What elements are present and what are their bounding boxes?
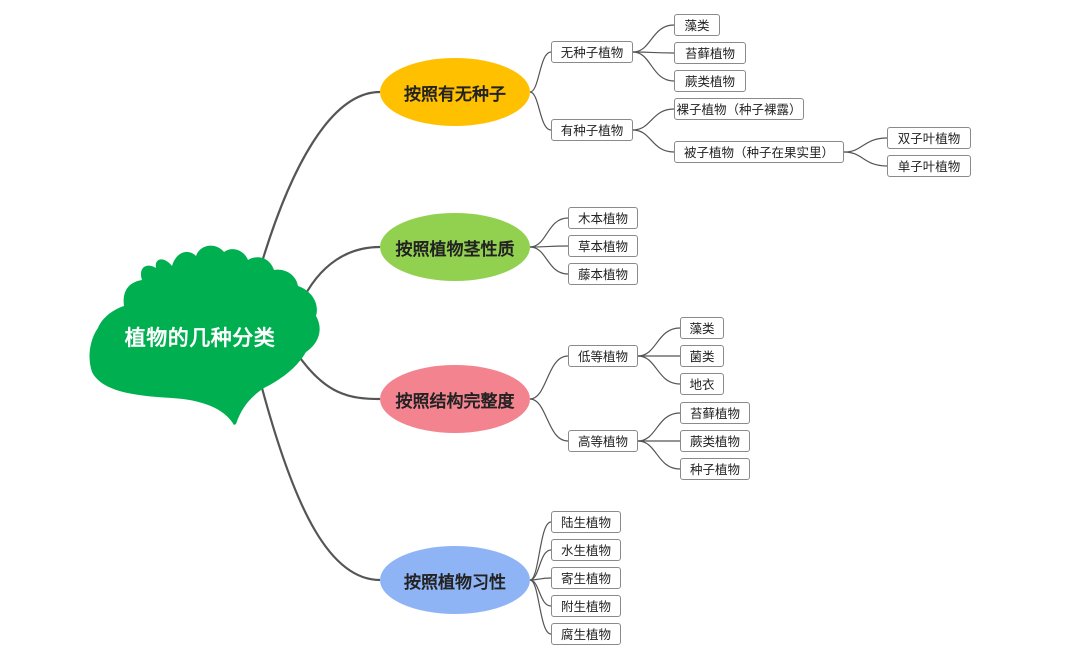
node-c2-a-3[interactable]: 地衣 — [680, 373, 724, 395]
connector-line — [530, 356, 568, 399]
node-c2-b-3[interactable]: 种子植物 — [680, 458, 750, 480]
node-c1-3[interactable]: 藤本植物 — [568, 263, 638, 285]
node-c3-4[interactable]: 附生植物 — [551, 595, 621, 617]
connector-line — [530, 92, 551, 130]
node-c3-1[interactable]: 陆生植物 — [551, 511, 621, 533]
node-c2-a[interactable]: 低等植物 — [568, 345, 638, 367]
category-label: 按照植物茎性质 — [396, 235, 515, 260]
root-topic-label: 植物的几种分类 — [100, 322, 300, 352]
node-c0-a-3[interactable]: 蕨类植物 — [674, 70, 746, 92]
node-c0-b[interactable]: 有种子植物 — [551, 119, 633, 141]
connector-line — [633, 25, 674, 52]
connector-line — [530, 399, 568, 441]
node-c0-a-2[interactable]: 苔藓植物 — [674, 42, 746, 64]
connector-line — [530, 580, 551, 634]
node-c0-a[interactable]: 无种子植物 — [551, 41, 633, 63]
node-c0-b-1[interactable]: 裸子植物（种子裸露） — [674, 98, 804, 120]
connector-line — [530, 247, 568, 274]
node-c1-2[interactable]: 草本植物 — [568, 235, 638, 257]
node-c2-b[interactable]: 高等植物 — [568, 430, 638, 452]
category-seed[interactable]: 按照有无种子 — [380, 58, 530, 126]
node-c2-a-1[interactable]: 藻类 — [680, 317, 724, 339]
connector-line — [633, 130, 674, 152]
connector-line — [262, 92, 380, 262]
category-habit[interactable]: 按照植物习性 — [380, 546, 530, 614]
connector-line — [633, 52, 674, 81]
category-label: 按照有无种子 — [404, 80, 506, 105]
category-label: 按照结构完整度 — [396, 387, 515, 412]
connector-line — [530, 218, 568, 247]
connector-line — [530, 52, 551, 92]
node-c0-b-2[interactable]: 被子植物（种子在果实里） — [674, 141, 844, 163]
category-label: 按照植物习性 — [404, 568, 506, 593]
node-c2-a-2[interactable]: 菌类 — [680, 345, 724, 367]
node-c0-a-1[interactable]: 藻类 — [674, 14, 720, 36]
node-c1-1[interactable]: 木本植物 — [568, 207, 638, 229]
connector-line — [638, 441, 680, 469]
connector-line — [530, 550, 551, 580]
node-c3-5[interactable]: 腐生植物 — [551, 623, 621, 645]
category-structure[interactable]: 按照结构完整度 — [380, 365, 530, 433]
node-c0-b-2-1[interactable]: 双子叶植物 — [887, 127, 971, 149]
connector-line — [844, 138, 887, 152]
node-c0-b-2-2[interactable]: 单子叶植物 — [887, 155, 971, 177]
node-c2-b-1[interactable]: 苔藓植物 — [680, 402, 750, 424]
connector-line — [633, 109, 674, 130]
node-c3-2[interactable]: 水生植物 — [551, 539, 621, 561]
node-c3-3[interactable]: 寄生植物 — [551, 567, 621, 589]
category-stem[interactable]: 按照植物茎性质 — [380, 213, 530, 281]
connector-line — [638, 328, 680, 356]
connector-line — [638, 413, 680, 441]
connector-line — [530, 580, 551, 606]
node-c2-b-2[interactable]: 蕨类植物 — [680, 430, 750, 452]
connector-line — [638, 356, 680, 384]
connector-line — [844, 152, 887, 166]
